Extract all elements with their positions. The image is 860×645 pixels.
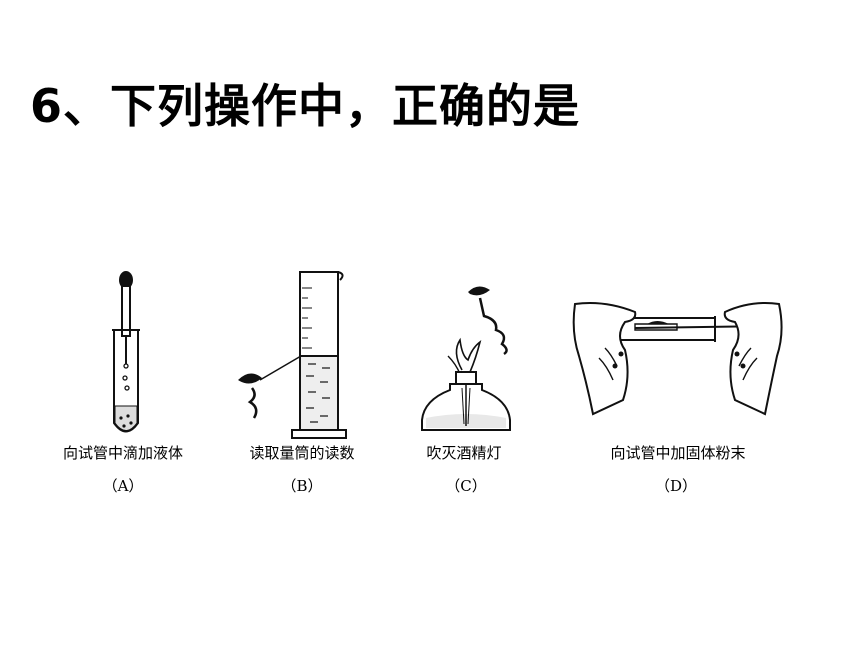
figure-d-test-tube-powder [572, 302, 783, 416]
caption-c: 吹灭酒精灯 [426, 444, 502, 462]
figure-c-alcohol-lamp [421, 286, 511, 431]
label-d: （D） [654, 477, 698, 495]
question-title: 6、下列操作中，正确的是 [30, 79, 581, 133]
caption-a: 向试管中滴加液体 [62, 444, 183, 462]
figure-a-dropper-test-tube [112, 271, 140, 433]
caption-d: 向试管中加固体粉末 [610, 444, 746, 462]
label-a: （A） [102, 477, 144, 495]
caption-b: 读取量筒的读数 [249, 444, 355, 462]
figure-b-graduated-cylinder [238, 271, 347, 439]
label-b: （B） [281, 477, 323, 495]
label-c: （C） [445, 477, 487, 495]
